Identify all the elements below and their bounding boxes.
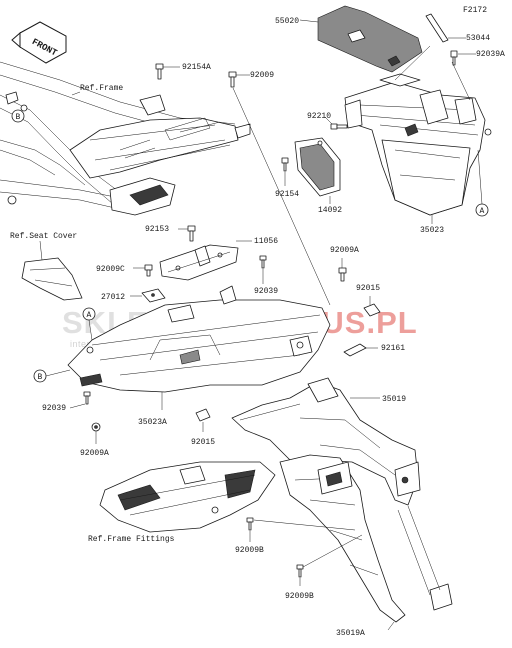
part-27012-bracket xyxy=(141,288,166,303)
label-92154A: 92154A xyxy=(182,63,211,72)
label-92009B-1: 92009B xyxy=(235,546,264,555)
label-53044: 53044 xyxy=(466,34,490,43)
marker-a-left-label: A xyxy=(87,311,92,320)
label-92009B-2: 92009B xyxy=(285,592,314,601)
part-92009A-mid-bolt xyxy=(338,267,347,282)
part-92154A-bolt xyxy=(155,63,164,80)
label-92039-mid: 92039 xyxy=(254,287,278,296)
label-35023A: 35023A xyxy=(138,418,167,427)
part-92015-bottom-clip xyxy=(195,408,211,422)
label-92009C: 92009C xyxy=(96,265,125,274)
label-27012: 27012 xyxy=(101,293,125,302)
label-92210: 92210 xyxy=(307,112,331,121)
label-92009A-bottom: 92009A xyxy=(80,449,109,458)
frame-fittings-assembly xyxy=(99,461,276,533)
label-92161: 92161 xyxy=(381,344,405,353)
part-14092-cover xyxy=(294,137,341,197)
part-92009B-bolt-1 xyxy=(246,517,254,531)
label-92009A-mid: 92009A xyxy=(330,246,359,255)
marker-b-top xyxy=(11,109,25,123)
part-53044-rod xyxy=(425,13,449,43)
label-92009-top: 92009 xyxy=(250,71,274,80)
label-14092: 14092 xyxy=(318,206,342,215)
part-92009A-bottom-bolt xyxy=(91,422,101,432)
part-92015-right-clip xyxy=(363,303,381,317)
part-92039A-top-bolt xyxy=(450,50,458,66)
part-92161-damper xyxy=(343,343,367,357)
part-92210-bolt xyxy=(330,123,348,130)
label-55020: 55020 xyxy=(275,17,299,26)
label-92015-right: 92015 xyxy=(356,284,380,293)
label-35023: 35023 xyxy=(420,226,444,235)
ref-frame-label: Ref.Frame xyxy=(80,84,123,93)
frame-assembly xyxy=(0,61,251,216)
part-92009-top-bolt xyxy=(228,71,237,88)
part-35023A-undertray xyxy=(67,285,331,393)
label-11056: 11056 xyxy=(254,237,278,246)
ref-seat-cover-label: Ref.Seat Cover xyxy=(10,232,77,241)
label-35019A: 35019A xyxy=(336,629,365,638)
part-35019A-license-bracket xyxy=(279,454,453,623)
front-direction-arrow: FRONT xyxy=(11,21,67,64)
part-92154-bolt xyxy=(281,157,289,172)
seat-cover-piece xyxy=(21,257,83,301)
label-92039A-top: 92039A xyxy=(476,50,505,59)
part-92039-left-bolt xyxy=(83,391,91,405)
part-92009C-bolt xyxy=(144,264,153,277)
part-92153-bolt xyxy=(187,225,196,242)
part-92009B-bolt-2 xyxy=(296,564,304,578)
label-92154: 92154 xyxy=(275,190,299,199)
label-92153: 92153 xyxy=(145,225,169,234)
part-11056-bracket xyxy=(159,244,239,281)
ref-frame-fittings-label: Ref.Frame Fittings xyxy=(88,535,175,544)
marker-b-left-label: B xyxy=(38,373,43,382)
label-35019: 35019 xyxy=(382,395,406,404)
part-35023-storage-box xyxy=(344,73,492,216)
label-92039-left: 92039 xyxy=(42,404,66,413)
marker-b-top-label: B xyxy=(16,113,21,122)
part-92039-mid-bolt xyxy=(259,255,267,269)
marker-a-right-label: A xyxy=(480,207,485,216)
label-92015-bottom: 92015 xyxy=(191,438,215,447)
part-55020-panel xyxy=(317,5,423,73)
diagram-code: F2172 xyxy=(463,6,487,15)
